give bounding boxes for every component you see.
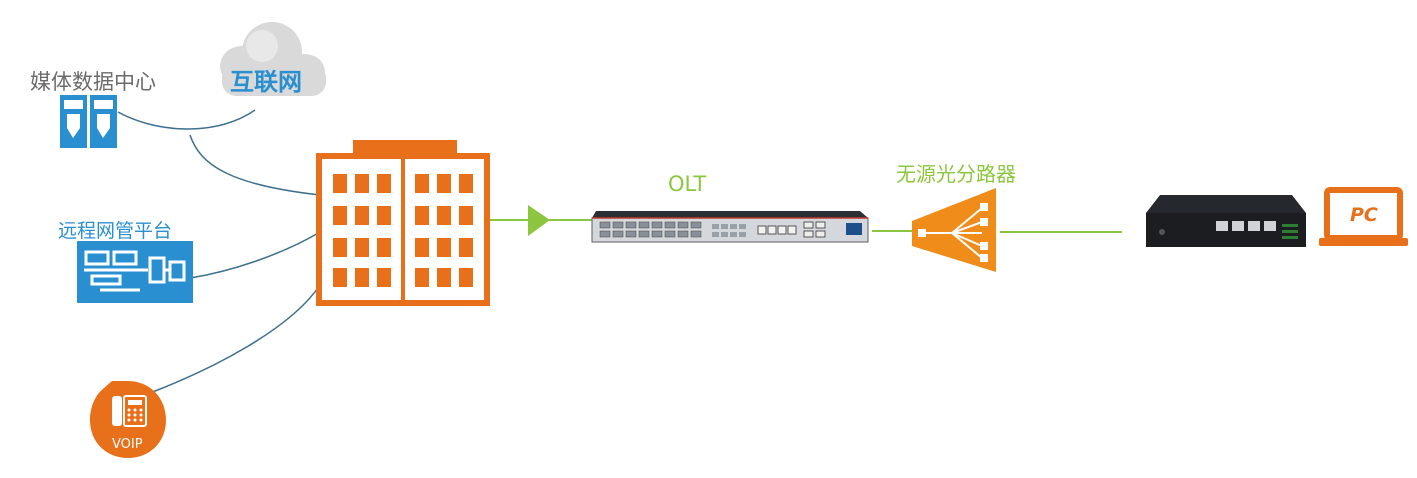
olt-rj45-port [787, 225, 797, 235]
network-management-icon [77, 241, 193, 303]
olt-uplink-port [730, 224, 737, 229]
olt-uplink-port [739, 224, 746, 229]
phone-icon [90, 381, 166, 458]
building-window [377, 238, 391, 257]
building-window [333, 174, 347, 193]
server-icon [60, 95, 117, 148]
olt-mgmt-port [803, 221, 814, 229]
building-window [459, 206, 473, 225]
olt-rj45-port [757, 225, 767, 235]
laptop-icon [1319, 187, 1408, 246]
building-window [459, 268, 473, 287]
olt-sfp-port [625, 221, 637, 229]
building-window [355, 206, 369, 225]
olt-rj45-port [777, 225, 787, 235]
olt-sfp-port [638, 230, 650, 238]
olt-uplink-port [739, 232, 746, 237]
splitter-icon [912, 188, 996, 272]
olt-sfp-port [690, 230, 702, 238]
building-window [437, 268, 451, 287]
splitter-label: 无源光分路器 [896, 162, 1016, 186]
building-window [333, 238, 347, 257]
olt-sfp-port [612, 230, 624, 238]
building-window [377, 174, 391, 193]
building-window [355, 174, 369, 193]
olt-sfp-port [690, 221, 702, 229]
olt-sfp-port [677, 230, 689, 238]
olt-uplink-port [721, 224, 728, 229]
olt-mgmt-port [815, 221, 826, 229]
onu-router-icon [1146, 195, 1306, 247]
olt-sfp-port [664, 230, 676, 238]
building-window [415, 238, 429, 257]
olt-sfp-port [599, 221, 611, 229]
olt-mgmt-port [815, 230, 826, 238]
building-window [333, 206, 347, 225]
olt-uplink-port [730, 232, 737, 237]
olt-sfp-port [625, 230, 637, 238]
olt-mgmt-port [803, 230, 814, 238]
building-window [355, 268, 369, 287]
building-window [377, 206, 391, 225]
pc-label: PC [1350, 204, 1378, 226]
cloud-icon [220, 22, 326, 96]
olt-sfp-port [677, 221, 689, 229]
building-window [459, 174, 473, 193]
olt-sfp-port [651, 230, 663, 238]
building-window [437, 174, 451, 193]
olt-sfp-port [651, 221, 663, 229]
link-server-internet [117, 109, 256, 130]
olt-uplink-port [721, 232, 728, 237]
building-icon [316, 140, 490, 306]
building-window [415, 268, 429, 287]
building-window [437, 238, 451, 257]
link-remote-building [189, 231, 321, 279]
building-window [415, 174, 429, 193]
olt-rj45-port [767, 225, 777, 235]
building-window [437, 206, 451, 225]
building-window [333, 268, 347, 287]
building-window [355, 238, 369, 257]
building-window [415, 206, 429, 225]
olt-uplink-port [712, 232, 719, 237]
olt-device-icon [591, 211, 869, 243]
link-server-building [189, 134, 321, 196]
olt-sfp-port [612, 221, 624, 229]
olt-sfp-port [664, 221, 676, 229]
remote-management-label: 远程网管平台 [58, 220, 173, 242]
internet-label: 互联网 [230, 68, 302, 96]
building-window [377, 268, 391, 287]
olt-sfp-port [599, 230, 611, 238]
link-voip-building [149, 284, 321, 394]
building-window [459, 238, 473, 257]
olt-sfp-port [638, 221, 650, 229]
olt-label: OLT [668, 172, 707, 196]
media-data-center-label: 媒体数据中心 [30, 70, 156, 94]
arrow-icon [528, 205, 550, 236]
voip-label: VOIP [112, 437, 143, 452]
olt-uplink-port [712, 224, 719, 229]
